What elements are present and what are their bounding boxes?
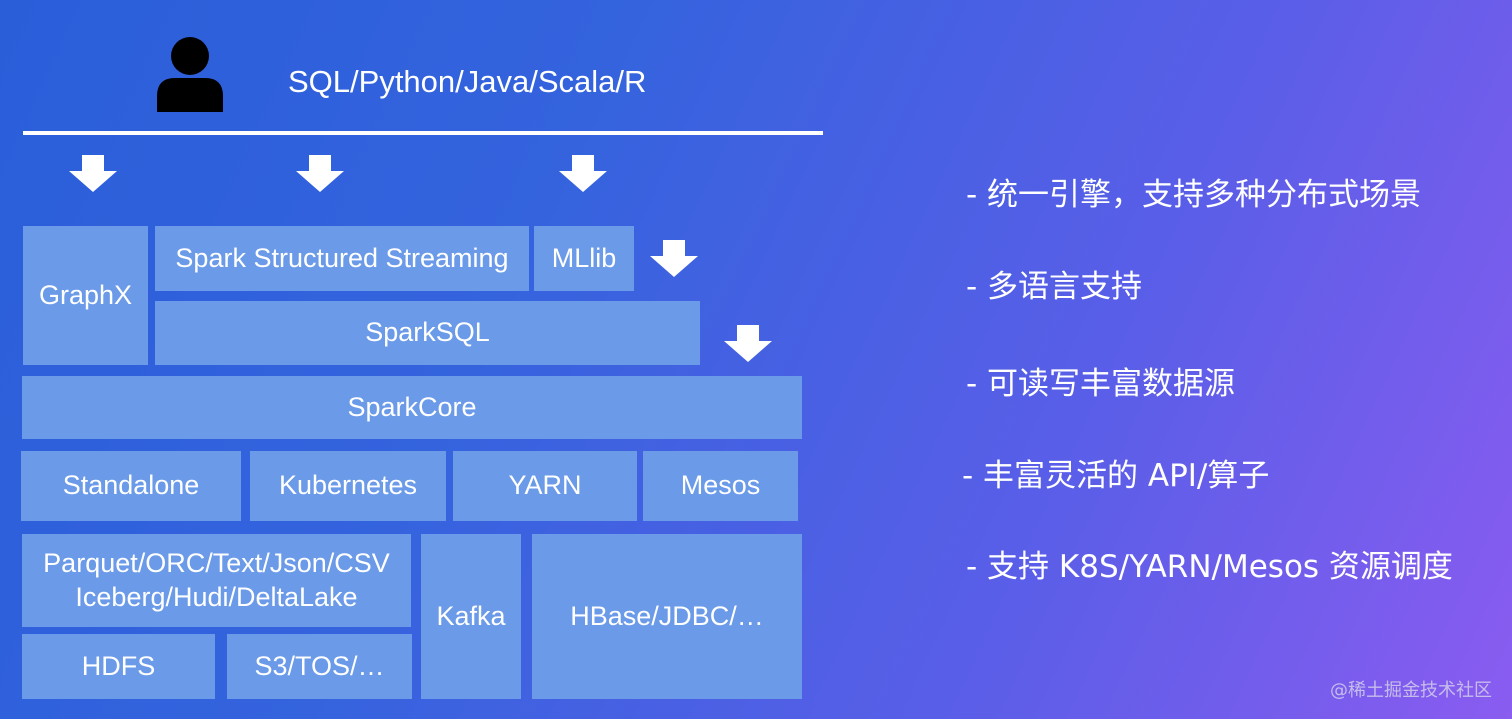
hbase-jdbc-box: HBase/JDBC/… <box>532 534 802 699</box>
bullet-data-sources: - 可读写丰富数据源 <box>966 366 1236 402</box>
standalone-box: Standalone <box>21 451 241 521</box>
down-arrow-icon <box>296 155 344 192</box>
s3-tos-box: S3/TOS/… <box>227 634 412 699</box>
down-arrow-icon <box>69 155 117 192</box>
down-arrow-icon <box>724 325 772 362</box>
user-icon <box>157 37 223 112</box>
sparksql-box: SparkSQL <box>155 301 700 365</box>
kafka-box: Kafka <box>421 534 521 699</box>
header-divider <box>23 131 823 135</box>
mllib-box: MLlib <box>534 226 634 291</box>
bullet-unified-engine: - 统一引擎，支持多种分布式场景 <box>966 177 1422 213</box>
bullet-resource-scheduling: - 支持 K8S/YARN/Mesos 资源调度 <box>966 549 1453 585</box>
watermark: @稀土掘金技术社区 <box>1330 680 1492 701</box>
file-formats-line2: Iceberg/Hudi/DeltaLake <box>75 581 358 612</box>
file-formats-box: Parquet/ORC/Text/Json/CSV Iceberg/Hudi/D… <box>22 534 411 627</box>
graphx-box: GraphX <box>23 226 148 365</box>
down-arrow-icon <box>650 240 698 277</box>
file-formats-line1: Parquet/ORC/Text/Json/CSV <box>43 547 390 578</box>
languages-label: SQL/Python/Java/Scala/R <box>288 64 647 99</box>
mesos-box: Mesos <box>643 451 798 521</box>
kubernetes-box: Kubernetes <box>250 451 446 521</box>
sparkcore-box: SparkCore <box>22 376 802 439</box>
structured-streaming-box: Spark Structured Streaming <box>155 226 529 291</box>
bullet-api-operators: - 丰富灵活的 API/算子 <box>962 458 1270 494</box>
hdfs-box: HDFS <box>22 634 215 699</box>
bullet-multi-language: - 多语言支持 <box>966 269 1143 305</box>
down-arrow-icon <box>559 155 607 192</box>
yarn-box: YARN <box>453 451 637 521</box>
